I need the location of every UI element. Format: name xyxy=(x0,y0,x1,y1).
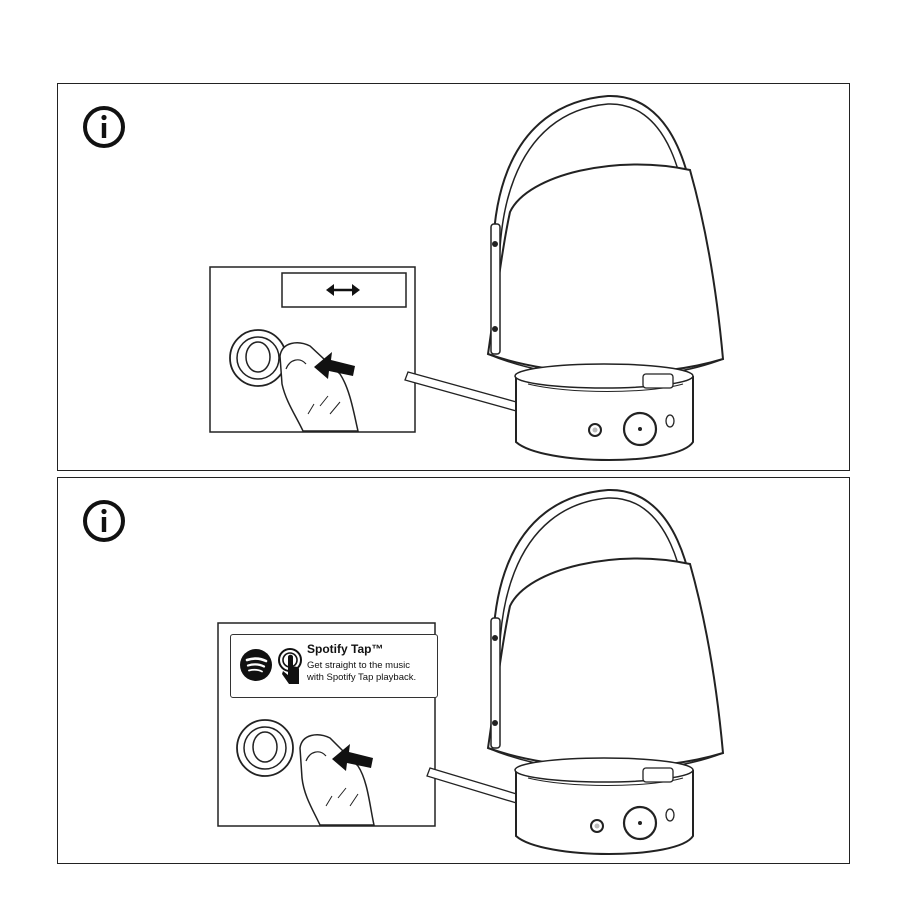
spotify-tap-description: Get straight to the music with Spotify T… xyxy=(307,660,447,684)
spotify-tap-label: Spotify Tap™ Get straight to the music w… xyxy=(230,634,438,698)
spotify-logo-icon xyxy=(239,648,273,682)
instruction-panel-1 xyxy=(57,83,850,471)
speaker-lamp-illustration xyxy=(58,478,851,866)
button-closeup-inset xyxy=(210,267,415,432)
spotify-desc-line-1: Get straight to the music xyxy=(307,660,447,672)
spotify-tap-title: Spotify Tap™ xyxy=(307,642,383,656)
tap-finger-icon xyxy=(277,647,303,685)
speaker-lamp-illustration xyxy=(58,84,851,472)
spotify-desc-line-2: with Spotify Tap playback. xyxy=(307,672,447,684)
instruction-panel-2: Spotify Tap™ Get straight to the music w… xyxy=(57,477,850,864)
